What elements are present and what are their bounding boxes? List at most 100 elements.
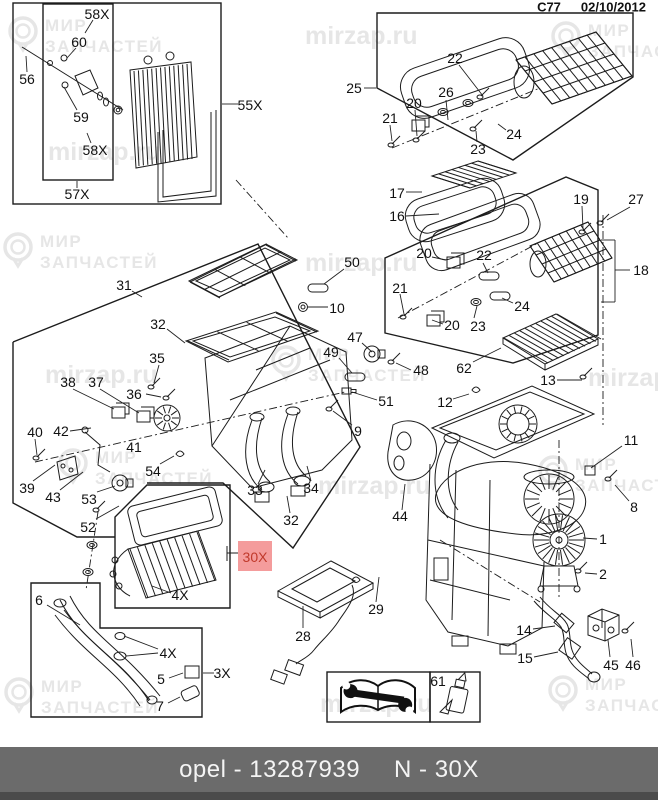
leader-line [84,19,94,34]
callout-label: 37 [88,374,104,390]
leader-line [532,625,556,630]
callout-label: 5 [157,671,165,687]
leader-line [401,483,406,511]
callout-label: 44 [392,508,408,524]
leader-line [63,86,78,111]
watermark-logo-icon [4,677,34,707]
callout-label: 52 [80,519,96,535]
hatch-line [431,175,471,189]
callout-label: 46 [625,657,641,673]
callout-label: 8 [630,499,638,515]
fin-line [156,420,164,426]
leader-line [72,388,115,410]
fin-line [168,422,172,430]
callout-label: 34 [303,480,319,496]
hatch-line [265,244,297,262]
callout-label: 11 [624,432,639,448]
leader-line [590,445,623,469]
callout-label: 12 [437,394,453,410]
legend-manual-box [326,671,431,723]
callout-label: 59 [73,109,89,125]
callout-label: 23 [470,318,486,334]
hatch-line [515,31,597,61]
small-part [399,307,413,320]
callout-label: 43 [45,489,61,505]
page-date: 02/10/2012 [581,0,646,15]
callout-label: 15 [517,650,533,666]
leader-line [606,206,631,221]
callout-label: 4X [159,645,177,661]
hatch-line [540,320,586,347]
footer-edge [0,792,658,800]
hatch-line [524,42,606,72]
watermark-text: МИР [308,345,350,364]
small-part [298,302,308,312]
footer-bar: opel - 13287939 N - 30X [0,747,658,792]
small-part [621,621,635,634]
fin-line [526,502,540,509]
hatch-line [181,535,201,585]
small-part [471,386,481,393]
leader-line [431,256,447,261]
watermark-logo-icon [548,675,578,705]
leader-line [66,47,77,59]
watermark-text: ЗАПЧАСТЕЙ [575,476,658,495]
fin-line [156,410,164,416]
callout-label: 55X [238,97,264,113]
callout-label: 60 [71,34,87,50]
hatch-line [503,337,549,364]
watermark-url: mirzap.ru [318,472,431,500]
fin-line [555,481,567,493]
fin-line [562,548,570,563]
callout-label: 41 [126,439,142,455]
fin-line [567,544,581,554]
hatch-line [246,321,288,342]
small-part [136,406,155,423]
hatch-line [189,533,209,584]
hatch-line [129,548,149,599]
leader-line [361,342,373,353]
callout-label: 25 [346,80,362,96]
watermark-text: ЗАПЧАСТЕЙ [40,253,158,272]
watermark-logo-icon [3,232,33,262]
leader-line [614,484,630,502]
callout-label: 4X [171,587,189,603]
fin-line [501,428,509,433]
callout-label: 24 [514,298,530,314]
callout-label: 20 [444,317,460,333]
small-part [489,291,511,301]
leader-line [445,99,449,121]
callout-label: 19 [573,191,589,207]
fin-line [501,415,509,420]
callout-label: 22 [447,50,463,66]
hatch-line [438,173,477,187]
hatch-line [151,543,171,593]
hatch-line [151,68,158,164]
fin-line [526,489,540,496]
fin-line [527,415,535,420]
linkage-parts [34,391,346,481]
leader-line [286,495,291,514]
leader-line [584,572,598,575]
hatch-line [509,335,554,362]
watermark-logo-icon [271,345,301,375]
legend-oil-box [429,671,481,723]
hatch-line [136,546,156,597]
hatch-line [215,269,246,287]
callout-label: 14 [516,622,532,638]
watermark-text: mirzap.ru [588,364,658,392]
hatch-line [160,67,166,163]
fin-line [558,489,572,496]
callout-label: 20 [416,245,432,261]
watermark-pin-icon [279,370,293,382]
watermark-url: mirzap.ru [305,249,418,277]
leader-line [351,391,378,401]
watermark-url: mirzap.ru [588,364,658,392]
book-wrench-icon [340,679,416,715]
watermark-url: mirzap.ru [45,361,158,389]
leader-line [167,696,181,704]
callout-label: 28 [295,628,311,644]
callout-label: 57X [65,186,91,202]
